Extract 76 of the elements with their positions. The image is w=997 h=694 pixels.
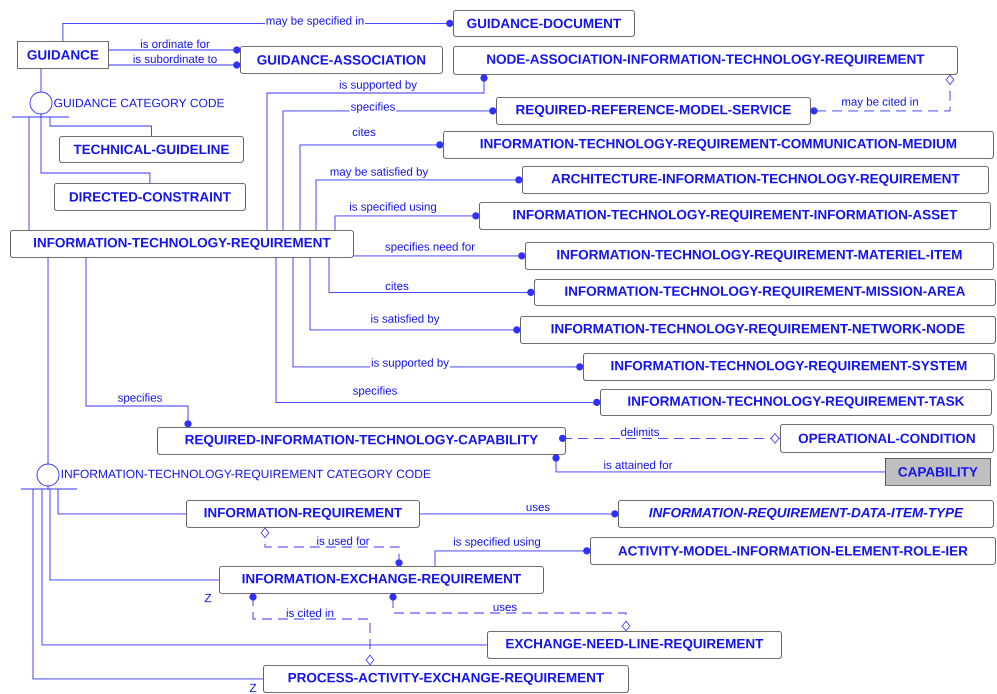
- edge-label: uses: [525, 504, 551, 512]
- edge-label: may be cited in: [840, 96, 920, 109]
- relationship-line: [260, 527, 403, 566]
- entity-box: OPERATIONAL-CONDITION: [780, 424, 994, 453]
- edge-label: is specified using: [348, 201, 438, 214]
- edge-label: is attained for: [602, 460, 674, 470]
- entity-box: INFORMATION-REQUIREMENT: [186, 500, 420, 528]
- edge-label: specifies: [350, 101, 396, 114]
- entity-box: ACTIVITY-MODEL-INFORMATION-ELEMENT-ROLE-IER: [590, 537, 996, 565]
- relationship-line: [389, 593, 630, 632]
- relationship-line: [48, 486, 220, 580]
- relationship-line: [40, 114, 152, 136]
- entity-box: GUIDANCE: [17, 41, 109, 69]
- relationship-line: [40, 68, 42, 92]
- entity-box: INFORMATION-TECHNOLOGY-REQUIREMENT: [10, 230, 354, 258]
- cardinality-label: Z: [204, 594, 212, 602]
- entity-box: INFORMATION-TECHNOLOGY-REQUIREMENT-INFORMATION-ASSET: [479, 202, 991, 230]
- entity-box: NODE-ASSOCIATION-INFORMATION-TECHNOLOGY-REQUIREMENT: [453, 46, 958, 75]
- entity-box: TECHNICAL-GUIDELINE: [59, 136, 244, 163]
- entity-box: DIRECTED-CONSTRAINT: [54, 183, 246, 211]
- entity-box: INFORMATION-TECHNOLOGY-REQUIREMENT-SYSTEM: [583, 353, 995, 381]
- edge-label: cites: [351, 126, 377, 137]
- edge-label: is cited in: [285, 608, 335, 618]
- relationship-line: [559, 432, 780, 444]
- relationship-line: [249, 593, 374, 666]
- edge-label: specifies: [116, 392, 164, 405]
- entity-box: EXCHANGE-NEED-LINE-REQUIREMENT: [487, 631, 782, 659]
- relationship-line: [334, 212, 480, 230]
- entity-box: INFORMATION-REQUIREMENT-DATA-ITEM-TYPE: [618, 500, 994, 528]
- relationship-line: [28, 114, 42, 230]
- category-label: GUIDANCE CATEGORY CODE: [54, 98, 224, 108]
- relationship-line: [32, 486, 264, 680]
- relationship-line: [108, 61, 240, 69]
- edge-label: is used for: [316, 536, 370, 546]
- edge-label: is satisfied by: [370, 313, 440, 326]
- relationship-line: [276, 257, 600, 406]
- edge-label: cites: [384, 280, 410, 291]
- relationship-line: [86, 257, 192, 428]
- entity-box: CAPABILITY: [885, 458, 991, 486]
- edge-label: is ordinate for: [139, 38, 211, 49]
- entity-box: INFORMATION-TECHNOLOGY-REQUIREMENT-TASK: [600, 389, 992, 416]
- relationship-line: [552, 454, 886, 472]
- relationship-line: [419, 510, 618, 518]
- entity-box: INFORMATION-EXCHANGE-REQUIREMENT: [219, 566, 544, 594]
- relationship-line: [108, 46, 240, 54]
- relationship-line: [266, 74, 488, 230]
- entity-box: INFORMATION-TECHNOLOGY-REQUIREMENT-COMMUNICATION-MEDIUM: [443, 131, 994, 159]
- edge-label: is specified using: [452, 536, 542, 549]
- entity-box: GUIDANCE-DOCUMENT: [453, 10, 635, 37]
- edge-label: specifies need for: [384, 241, 476, 254]
- edge-label: uses: [492, 604, 518, 612]
- category-label: INFORMATION-TECHNOLOGY-REQUIREMENT CATEGORY CODE: [62, 470, 430, 480]
- entity-box: INFORMATION-TECHNOLOGY-REQUIREMENT-NETWORK-NODE: [520, 316, 996, 344]
- entity-box: REQUIRED-INFORMATION-TECHNOLOGY-CAPABILITY: [157, 427, 566, 455]
- entity-box: GUIDANCE-ASSOCIATION: [240, 46, 443, 74]
- cardinality-label: Z: [250, 684, 256, 692]
- relationship-line: [328, 257, 534, 296]
- relationship-line: [300, 141, 444, 230]
- relationship-line: [310, 257, 520, 334]
- relationship-line: [810, 74, 954, 114]
- entity-box: REQUIRED-REFERENCE-MODEL-SERVICE: [496, 97, 811, 125]
- relationship-line: [48, 486, 186, 514]
- entity-box: INFORMATION-TECHNOLOGY-REQUIREMENT-MISSION-AREA: [534, 279, 996, 306]
- edge-label: delimits: [620, 426, 660, 437]
- relationship-line: [316, 176, 522, 230]
- edge-label: may be satisfied by: [329, 166, 430, 179]
- entity-box: INFORMATION-TECHNOLOGY-REQUIREMENT-MATERIEL-ITEM: [525, 242, 994, 270]
- edge-label: is supported by: [338, 79, 418, 92]
- edge-label: specifies: [352, 385, 398, 398]
- edge-label: may be specified in: [264, 15, 366, 28]
- relationship-line: [434, 547, 590, 566]
- edge-label: is supported by: [370, 357, 450, 370]
- entity-box: ARCHITECTURE-INFORMATION-TECHNOLOGY-REQUIREMENT: [522, 166, 989, 194]
- entity-box: PROCESS-ACTIVITY-EXCHANGE-REQUIREMENT: [263, 665, 629, 693]
- edge-label: is subordinate to: [132, 54, 218, 64]
- relationship-line: [353, 252, 526, 260]
